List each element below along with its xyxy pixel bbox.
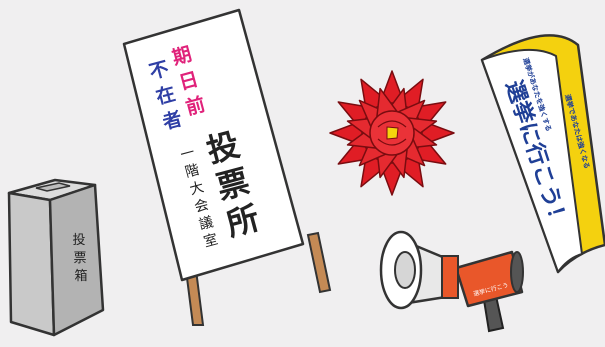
ballot-slot (35, 182, 71, 192)
sign-small-1: 一 (179, 145, 197, 164)
sign-leg-right (306, 231, 332, 294)
sign-small-4: 会 (193, 197, 211, 216)
ballot-box-label-3: 箱 (74, 268, 87, 284)
red-rosette (329, 70, 455, 196)
sign-small-6: 室 (202, 231, 220, 251)
ballot-box-label-2: 票 (73, 251, 86, 266)
megaphone: 選挙に行こう (379, 230, 524, 333)
rosette-center (386, 126, 399, 140)
ballot-box: 投 票 箱 (7, 178, 105, 337)
campaign-banner: 選挙に行こう！ 選挙があなたを強くする 選挙であなたは強くなる (480, 34, 605, 274)
sign-small-2: 階 (183, 162, 201, 181)
sign-small-5: 議 (197, 213, 215, 233)
polling-signboard: 期 日 前 不 在 者 投 票 所 一 階 大 会 議 室 (122, 8, 332, 326)
sign-board (122, 8, 305, 282)
sign-small-3: 大 (188, 179, 206, 198)
ballot-box-label-1: 投 (72, 232, 85, 248)
